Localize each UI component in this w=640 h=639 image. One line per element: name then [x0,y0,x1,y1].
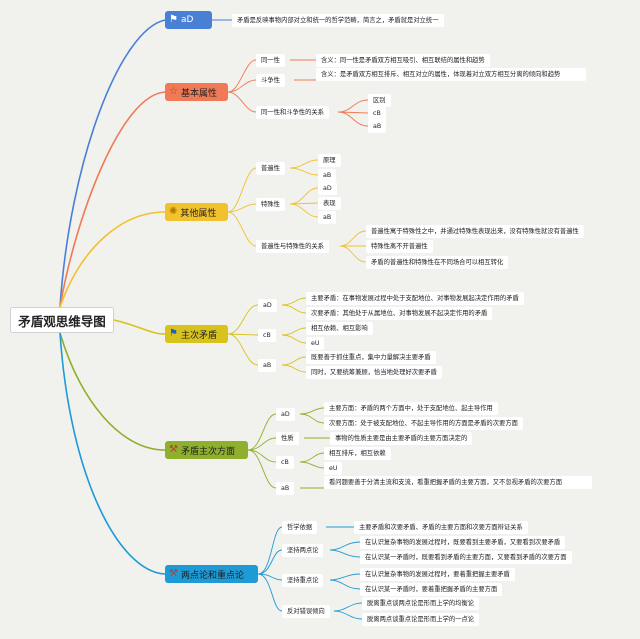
leaf-node[interactable]: 主要矛盾和次要矛盾、矛盾的主要方面和次要方面辩证关系 [354,521,528,534]
sub-node[interactable]: 性质 [276,432,299,445]
sub-node[interactable]: aB [276,482,295,495]
leaf-node[interactable]: 表现 [318,197,341,210]
branch-label: 主次矛盾 [180,330,217,341]
leaf-node[interactable]: 同时，又要统筹兼顾，恰当地处理好次要矛盾 [306,366,442,379]
branch-label: aD [180,15,194,25]
flag-icon: ⚑ [169,328,178,339]
leaf-node[interactable]: 原理 [318,154,341,167]
leaf-node[interactable]: 在认识某一矛盾时，要着重把握矛盾的主要方面 [360,583,503,596]
branch-other-attributes[interactable]: ✺ 其他属性 [165,203,228,221]
leaf-node[interactable]: aB [318,169,337,182]
sub-node[interactable]: 坚持重点论 [282,574,324,587]
leaf-node[interactable]: eU [306,337,325,350]
leaf-node[interactable]: 在认识复杂事物的发展过程时，既要看到主要矛盾，又要看到次要矛盾 [360,536,566,549]
root-node[interactable]: 矛盾观思维导图 [10,307,114,333]
branch-label: 两点论和重点论 [180,570,244,581]
sub-node[interactable]: 普遍性 [256,162,285,175]
leaf-node[interactable]: 矛盾是反映事物内部对立和统一的哲学范畴，简言之，矛盾就是对立统一 [232,14,444,27]
sub-node[interactable]: cB [276,456,294,469]
leaf-node[interactable]: 在认识某一矛盾时，既要看到矛盾的主要方面，又要看到矛盾的次要方面 [360,551,572,564]
leaf-node[interactable]: 主要矛盾：在事物发展过程中处于支配地位、对事物发展起决定作用的矛盾 [306,292,524,305]
sub-node[interactable]: aD [258,299,277,312]
leaf-node[interactable]: 次要矛盾：其他处于从属地位、对事物发展不起决定作用的矛盾 [306,307,493,320]
sub-node[interactable]: 同一性和斗争性的关系 [256,106,329,119]
leaf-node[interactable]: aB [368,120,387,133]
tools-icon: ⚒ [169,568,178,579]
leaf-node[interactable]: cB [368,107,386,120]
branch-two-points[interactable]: ⚒ 两点论和重点论 [165,565,258,583]
sun-icon: ✺ [169,206,178,217]
leaf-node[interactable]: 区别 [368,94,391,107]
branch-definition[interactable]: ⚑ aD [165,11,212,29]
sub-node[interactable]: 特殊性 [256,198,285,211]
leaf-node[interactable]: aD [318,182,337,195]
leaf-node[interactable]: 事物的性质主要是由主要矛盾的主要方面决定的 [330,432,473,445]
branch-basic-attributes[interactable]: ☆ 基本属性 [165,83,228,101]
leaf-node[interactable]: 矛盾的普遍性和特殊性在不同场合可以相互转化 [366,256,509,269]
sub-node[interactable]: aD [276,408,295,421]
leaf-node[interactable]: 次要方面：处于被支配地位、不起主导作用的方面是矛盾的次要方面 [324,417,523,430]
sub-node[interactable]: 普遍性与特殊性的关系 [256,240,329,253]
branch-label: 其他属性 [180,208,217,219]
leaf-node[interactable]: 普遍性寓于特殊性之中，并通过特殊性表现出来，没有特殊性就没有普遍性 [366,225,584,238]
leaf-node[interactable]: 在认识复杂事物的发展过程时，要着重把握主要矛盾 [360,568,515,581]
leaf-node[interactable]: 相互依赖、相互影响 [306,322,373,335]
sub-node[interactable]: 哲学依据 [282,521,318,534]
leaf-node[interactable]: 含义：同一性是矛盾双方相互吸引、相互联结的属性和趋势 [316,54,490,67]
leaf-node[interactable]: 相互排斥，相互依赖 [324,447,391,460]
branch-aspects[interactable]: ⚒ 矛盾主次方面 [165,441,248,459]
branch-label: 基本属性 [180,88,217,99]
flag-icon: ⚑ [169,14,178,25]
leaf-node[interactable]: 含义：是矛盾双方相互排斥、相互对立的属性，体现着对立双方相互分离的倾向和趋势 [316,68,586,81]
leaf-node[interactable]: eU [324,462,343,475]
star-icon: ☆ [169,86,178,97]
leaf-node[interactable]: 特殊性离不开普遍性 [366,240,433,253]
leaf-node[interactable]: 脱离重点谈两点论是形而上学的均衡论 [362,597,480,610]
sub-node[interactable]: aB [258,359,277,372]
sub-node[interactable]: 同一性 [256,54,285,67]
leaf-node[interactable]: 主要方面：矛盾的两个方面中，处于支配地位、起主导作用 [324,402,498,415]
sub-node[interactable]: 斗争性 [256,74,285,87]
leaf-node[interactable]: 脱离两点谈重点论是形而上学的一点论 [362,613,480,626]
leaf-node[interactable]: 既要善于抓住重点，集中力量解决主要矛盾 [306,351,436,364]
sub-node[interactable]: cB [258,329,276,342]
sub-node[interactable]: 反对错误倾向 [282,605,330,618]
branch-label: 矛盾主次方面 [180,446,235,457]
branch-major-minor[interactable]: ⚑ 主次矛盾 [165,325,228,343]
leaf-node[interactable]: 看问题要善于分清主流和支流，看重把握矛盾的主要方面，又不忽视矛盾的次要方面 [324,476,592,489]
tools-icon: ⚒ [169,444,178,455]
leaf-node[interactable]: aB [318,211,337,224]
sub-node[interactable]: 坚持两点论 [282,544,324,557]
